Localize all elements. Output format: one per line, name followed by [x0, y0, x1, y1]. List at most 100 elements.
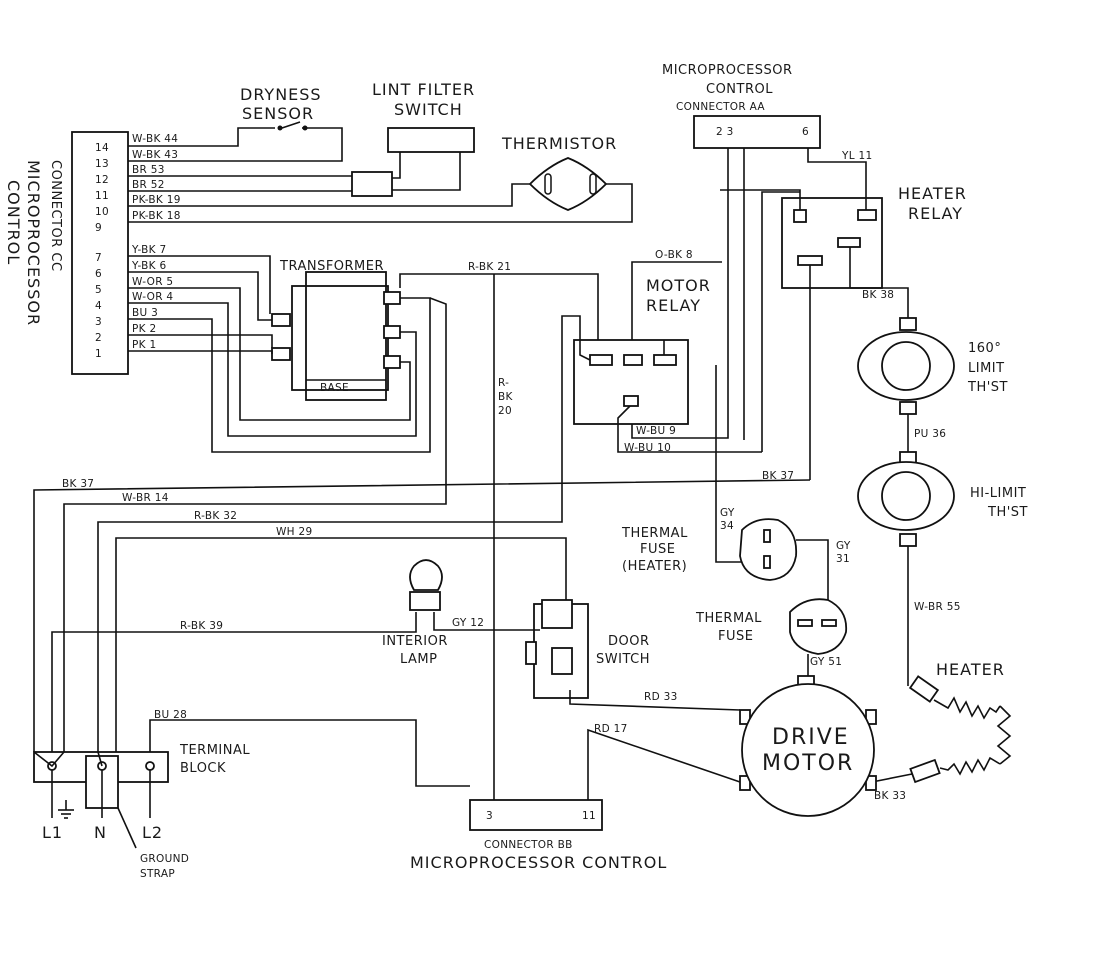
- wire-pk-bk-19: PK-BK 19: [132, 194, 181, 206]
- wire-br-53: BR 53: [132, 164, 165, 176]
- motor-relay-line2: RELAY: [646, 296, 701, 315]
- wire-r-bk-20-c: 20: [498, 405, 512, 417]
- fuse-wire-labels: GY 34 GY 31 GY 51: [720, 507, 851, 668]
- dryness-sensor-line2: SENSOR: [242, 104, 314, 123]
- pin-12: 12: [95, 174, 109, 186]
- bus-wiring: [33, 297, 811, 810]
- connector-aa-pins: 2 3: [716, 126, 734, 138]
- door-switch-line2: SWITCH: [596, 652, 650, 667]
- ground-strap-line1: GROUND: [140, 853, 189, 865]
- limit-wire-labels: BK 38 PU 36: [862, 289, 946, 440]
- wire-r-bk-39: R-BK 39: [180, 620, 223, 632]
- interior-lamp-line1: INTERIOR: [382, 634, 448, 649]
- pin-2: 2: [95, 332, 102, 344]
- hi-limit-line2: TH'ST: [987, 505, 1028, 520]
- wire-w-bu-9: W-BU 9: [636, 425, 676, 437]
- heater: HEATER: [871, 546, 1012, 784]
- wire-bk-37-right: BK 37: [762, 470, 794, 482]
- wire-rd-33: RD 33: [644, 691, 678, 703]
- transformer-label: TRANSFORMER: [279, 259, 384, 274]
- drive-motor-line2: MOTOR: [762, 751, 854, 776]
- wire-gy-51: GY 51: [810, 656, 842, 668]
- transformer-wiring: [128, 255, 599, 810]
- pin-4: 4: [95, 300, 102, 312]
- lint-filter-switch-line2: SWITCH: [394, 100, 463, 119]
- thermal-fuse-heater-line2: FUSE: [640, 542, 675, 557]
- wire-w-bk-43: W-BK 43: [132, 149, 178, 161]
- wire-pk-2: PK 2: [132, 323, 156, 335]
- wire-w-br-55: W-BR 55: [914, 601, 961, 613]
- pin-9: 9: [95, 222, 102, 234]
- motor-relay-wire-labels: W-BU 9 W-BU 10: [624, 425, 676, 454]
- thermistor-label: THERMISTOR: [501, 134, 617, 153]
- wire-bk-37-left: BK 37: [62, 478, 94, 490]
- heater-wire-labels: W-BR 55 BK 33: [874, 601, 961, 802]
- pin-7: 7: [95, 252, 102, 264]
- thermal-fuse-heater-line3: (HEATER): [622, 559, 687, 574]
- transformer: TRANSFORMER BASE: [271, 259, 401, 401]
- wire-gy-31-a: GY: [836, 540, 851, 552]
- drive-motor-line1: DRIVE: [772, 725, 850, 750]
- thermal-fuse: THERMAL FUSE: [695, 598, 848, 680]
- door-switch: DOOR SWITCH: [525, 599, 650, 699]
- hi-limit-thermostat: HI-LIMIT TH'ST: [857, 414, 1028, 547]
- bus-wire-labels: BK 37 BK 37 W-BR 14 R-BK 32 WH 29 R-BK 3…: [62, 470, 794, 735]
- motor-relay-line1: MOTOR: [646, 276, 711, 295]
- thermal-fuse-line2: FUSE: [718, 629, 753, 644]
- heater-label: HEATER: [936, 660, 1005, 679]
- connector-aa: MICROPROCESSOR CONTROL CONNECTOR AA 2 3 …: [662, 63, 821, 149]
- pin-10: 10: [95, 206, 109, 218]
- transformer-base: BASE: [320, 382, 349, 394]
- limit-160-line1: 160°: [968, 341, 1001, 356]
- terminal-l1: L1: [42, 823, 63, 842]
- wire-pk-bk-18: PK-BK 18: [132, 210, 181, 222]
- connector-cc-title-line1: CONNECTOR CC: [48, 160, 63, 272]
- connector-bb-pin-11: 11: [582, 810, 596, 822]
- connector-aa-line1: MICROPROCESSOR: [662, 63, 793, 78]
- dryness-sensor-line1: DRYNESS: [240, 85, 322, 104]
- wire-pk-1: PK 1: [132, 339, 156, 351]
- dryness-sensor: DRYNESS SENSOR: [240, 85, 322, 123]
- connector-bb-line2: MICROPROCESSOR CONTROL: [410, 853, 667, 872]
- transformer-wire-labels: Y-BK 7 Y-BK 6 W-OR 5 W-OR 4 BU 3 PK 2 PK…: [131, 244, 513, 417]
- connector-bb: 3 11 CONNECTOR BB MICROPROCESSOR CONTROL: [410, 799, 667, 872]
- pin-14: 14: [95, 142, 109, 154]
- connector-aa-line3: CONNECTOR AA: [676, 101, 765, 113]
- drive-motor: DRIVE MOTOR: [739, 675, 877, 817]
- lint-filter-switch: LINT FILTER SWITCH: [372, 80, 475, 119]
- wire-pu-36: PU 36: [914, 428, 946, 440]
- terminal-block-line2: BLOCK: [180, 761, 226, 776]
- wire-wh-29: WH 29: [276, 526, 312, 538]
- wire-y-bk-6: Y-BK 6: [131, 260, 167, 272]
- limit-160-thermostat: 160° LIMIT TH'ST: [850, 287, 1007, 415]
- wire-bu-28: BU 28: [154, 709, 187, 721]
- hi-limit-line1: HI-LIMIT: [970, 486, 1026, 501]
- connector-bb-line1: CONNECTOR BB: [484, 839, 573, 851]
- connector-cc-title-line2: MICROPROCESSOR: [24, 160, 43, 326]
- heater-relay-line1: HEATER: [898, 184, 967, 203]
- wire-yl-11: YL 11: [841, 150, 872, 162]
- wire-o-bk-8: O-BK 8: [655, 249, 693, 261]
- connector-cc-pins: 14 13 12 11 10 9 7 6 5 4 3 2 1: [95, 142, 109, 360]
- terminal-block: TERMINAL BLOCK L1 N L2 GROUND STRAP: [33, 743, 250, 880]
- thermal-fuse-heater-line1: THERMAL: [621, 526, 688, 541]
- lint-filter-switch-line1: LINT FILTER: [372, 80, 475, 99]
- wire-gy-34-b: 34: [720, 520, 734, 532]
- cc-upper-wire-labels: W-BK 44 W-BK 43 BR 53 BR 52 PK-BK 19 PK-…: [132, 133, 181, 222]
- pin-6: 6: [95, 268, 102, 280]
- terminal-block-line1: TERMINAL: [179, 743, 250, 758]
- pin-1: 1: [95, 348, 102, 360]
- thermistor: THERMISTOR: [501, 134, 617, 211]
- wire-bu-3: BU 3: [132, 307, 158, 319]
- motor-relay: MOTOR RELAY: [561, 276, 762, 563]
- wire-rd-17: RD 17: [594, 723, 628, 735]
- heater-relay: HEATER RELAY: [781, 184, 967, 289]
- pin-3: 3: [95, 316, 102, 328]
- interior-lamp: INTERIOR LAMP: [382, 559, 448, 667]
- wire-y-bk-7: Y-BK 7: [131, 244, 167, 256]
- wire-w-or-5: W-OR 5: [132, 276, 173, 288]
- wire-r-bk-20-a: R-: [498, 377, 509, 389]
- wire-bk-33: BK 33: [874, 790, 906, 802]
- connector-cc: CONNECTOR CC MICROPROCESSOR CONTROL 14 1…: [4, 131, 129, 375]
